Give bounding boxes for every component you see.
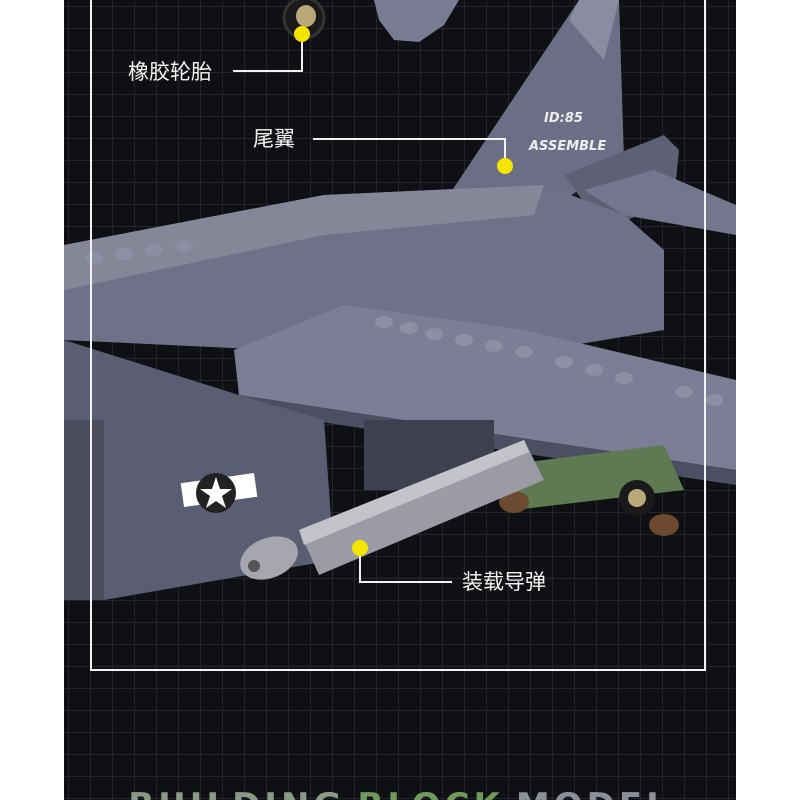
bottom-title: BUILDING BLOCK MODEL — [64, 786, 736, 800]
callout-dot-tire — [294, 26, 310, 42]
callout-missile — [359, 548, 452, 583]
tail-assemble-decal: ASSEMBLE — [528, 139, 606, 154]
nose-gear-fragment — [374, 0, 459, 42]
aircraft-model-illustration: ID:85 ASSEMBLE — [64, 0, 736, 600]
product-image: ID:85 ASSEMBLE — [64, 0, 736, 800]
frame-border — [90, 0, 706, 671]
main-wing — [234, 305, 736, 470]
callout-dot-missile — [352, 540, 368, 556]
label-rubber-tire: 橡胶轮胎 — [128, 60, 212, 84]
callout-tire — [233, 34, 303, 72]
label-tail-wing: 尾翼 — [253, 127, 295, 151]
lower-fuselage — [64, 340, 334, 600]
bottom-title-word-3: MODEL — [516, 786, 672, 800]
bottom-title-word-2: BLOCK — [357, 786, 504, 800]
tail-fin — [449, 0, 624, 200]
star-roundel-decal — [180, 472, 258, 513]
horizontal-stabilizer — [584, 170, 736, 235]
bottom-title-word-1: BUILDING — [128, 786, 345, 800]
tail-id-decal: ID:85 — [544, 111, 583, 126]
callout-tail — [313, 138, 506, 166]
callout-dot-tail — [497, 158, 513, 174]
label-loaded-missile: 装载导弹 — [462, 570, 546, 594]
